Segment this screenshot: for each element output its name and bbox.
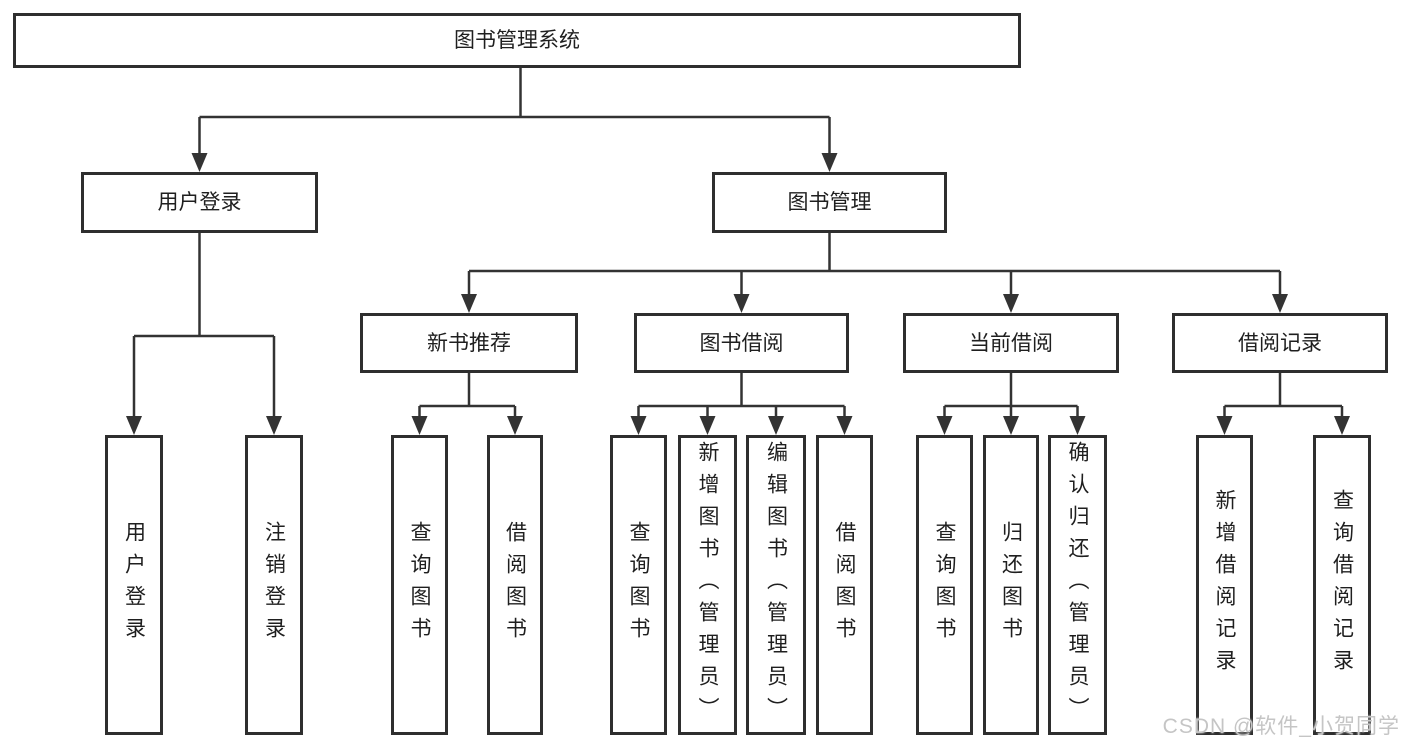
arrow-icon [126, 416, 142, 435]
node-new-book-recommend: 新书推荐 [360, 313, 578, 373]
node-leaf-logout: 注销登录 [245, 435, 303, 735]
arrow-icon [1334, 416, 1350, 435]
node-add-book-admin: 新增图书（管理员） [678, 435, 737, 735]
arrow-icon [768, 416, 784, 435]
arrow-icon [191, 153, 208, 172]
arrow-icon [936, 416, 953, 435]
node-borrow-book-2: 借阅图书 [816, 435, 873, 735]
arrow-icon [821, 153, 838, 172]
node-add-borrow-record: 新增借阅记录 [1196, 435, 1253, 735]
arrow-icon [461, 294, 477, 313]
node-leaf-user-login: 用户登录 [105, 435, 163, 735]
arrow-icon [733, 294, 750, 313]
arrow-icon [1003, 416, 1019, 435]
arrow-icon [411, 416, 428, 435]
node-edit-book-admin: 编辑图书（管理员） [746, 435, 806, 735]
watermark: CSDN @软件_小贺同学 [1162, 715, 1400, 738]
node-book-management: 图书管理 [712, 172, 947, 233]
arrow-icon [1069, 416, 1086, 435]
node-borrow-book-1: 借阅图书 [487, 435, 543, 735]
node-return-book: 归还图书 [983, 435, 1039, 735]
connector-root [198, 68, 831, 156]
arrow-icon [507, 416, 523, 435]
arrow-icon [630, 416, 647, 435]
arrow-icon [1216, 416, 1233, 435]
arrow-icon [836, 416, 853, 435]
node-query-book-3: 查询图书 [916, 435, 973, 735]
arrow-icon [1272, 294, 1288, 313]
arrowheads [126, 153, 1350, 435]
node-query-book-2: 查询图书 [610, 435, 667, 735]
arrow-icon [266, 416, 282, 435]
node-user-login: 用户登录 [81, 172, 318, 233]
node-current-borrow: 当前借阅 [903, 313, 1119, 373]
arrow-icon [1003, 294, 1019, 313]
arrow-icon [699, 416, 716, 435]
node-borrow-record: 借阅记录 [1172, 313, 1388, 373]
node-confirm-return-admin: 确认归还（管理员） [1048, 435, 1107, 735]
node-library-system: 图书管理系统 [13, 13, 1021, 68]
connector-level3 [418, 373, 1344, 418]
node-query-book-1: 查询图书 [391, 435, 448, 735]
connector-book-mgmt [467, 233, 1282, 296]
node-query-borrow-record: 查询借阅记录 [1313, 435, 1371, 735]
connector-user-login [132, 233, 276, 418]
node-book-borrow: 图书借阅 [634, 313, 849, 373]
